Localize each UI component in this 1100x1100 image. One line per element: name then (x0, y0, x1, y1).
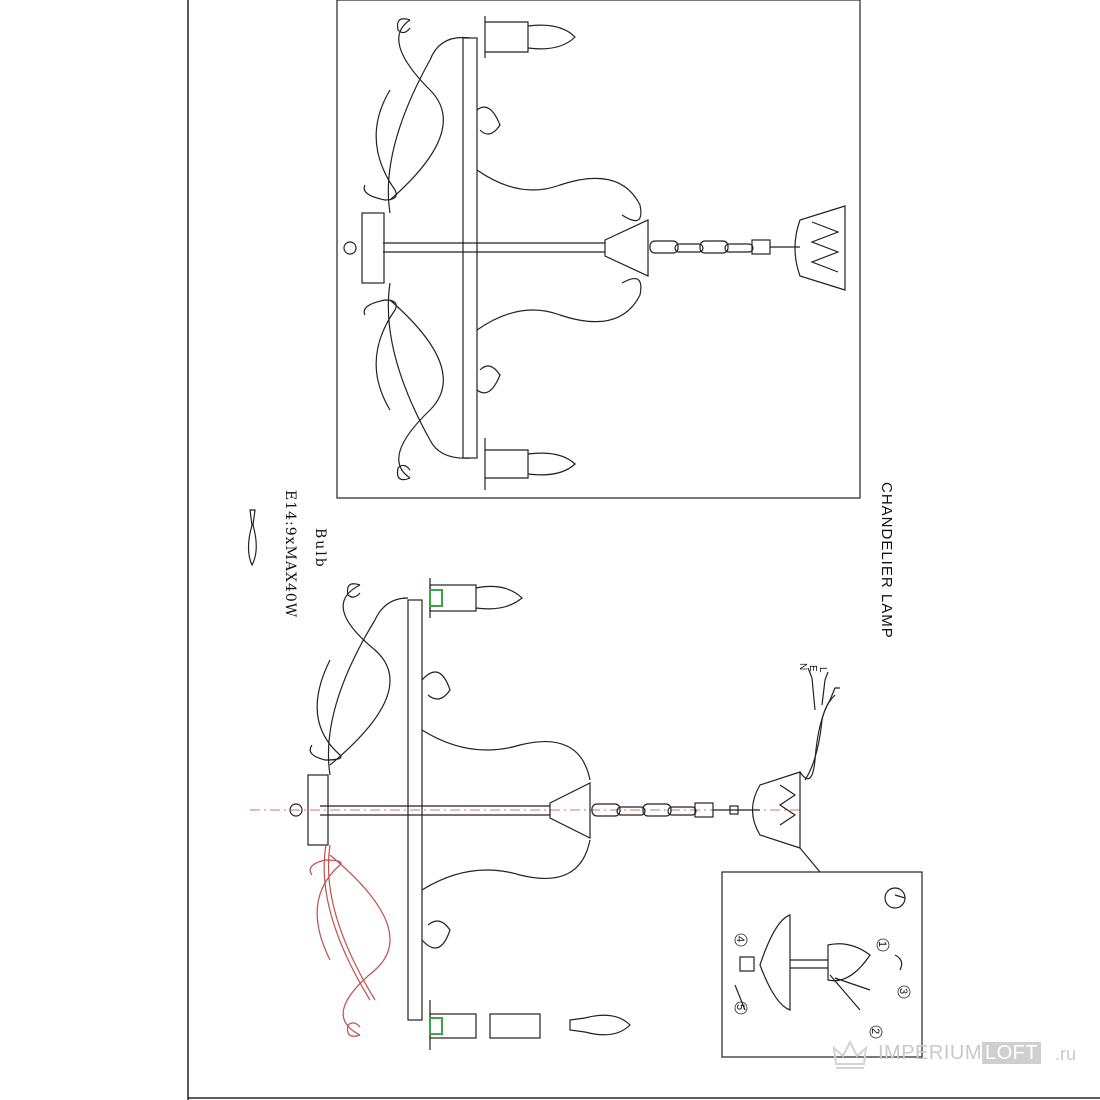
bulb-label: Bulb (312, 528, 328, 569)
sleeve-part (489, 1013, 541, 1039)
bulb-icon (247, 509, 257, 567)
top-ceiling-canopy (794, 205, 846, 291)
top-elevation-view (336, 0, 861, 499)
step-label-1: 1 (876, 940, 889, 948)
assembly-candle-lower (429, 1000, 631, 1050)
detail-frame (721, 871, 923, 1058)
wire-label-l: L (817, 667, 828, 673)
top-main-bar (462, 37, 478, 459)
step-label-3: 3 (897, 987, 910, 995)
assembly-ceiling-canopy (751, 694, 836, 849)
bulb-spec: E14:9xMAX40W (282, 490, 298, 619)
assembly-scroll-arms-upper (309, 583, 591, 781)
top-candle-lower (429, 438, 576, 490)
top-finial (343, 241, 357, 255)
assembly-candle-upper (374, 578, 523, 621)
step-label-2: 2 (869, 1027, 882, 1035)
watermark-crown-icon (832, 1039, 868, 1069)
step-marker-4 (734, 933, 748, 947)
detail-inset (721, 847, 923, 1058)
step-marker-3 (897, 985, 911, 999)
wire-label-n: N (797, 663, 808, 671)
bottom-assembly-view (247, 509, 840, 1050)
supply-wires (807, 667, 840, 711)
detail-leader (799, 847, 821, 873)
step-label-5: 5 (734, 1003, 747, 1011)
assembly-scroll-arms-lower (309, 839, 591, 1037)
assembly-hub-plate (307, 774, 329, 846)
top-canopy-cup (604, 219, 649, 277)
assembly-canopy-cup (549, 782, 591, 839)
assembly-main-bar (407, 599, 423, 1021)
assembly-chain (591, 802, 760, 818)
step-marker-2 (869, 1025, 883, 1039)
top-chain (649, 239, 800, 255)
watermark-brand-highlight: LOFT (982, 1042, 1042, 1064)
top-hub-plate (361, 212, 385, 284)
top-scroll-arms-lower (363, 277, 642, 481)
top-candle-upper (429, 16, 576, 61)
step-marker-1 (876, 938, 890, 952)
step-marker-5 (734, 1001, 748, 1015)
diagram-title: CHANDELIER LAMP (878, 482, 895, 639)
bulb-part (569, 1014, 631, 1036)
wire-label-e: E (807, 665, 818, 672)
watermark-suffix: .ru (1055, 1044, 1077, 1064)
assembly-finial (289, 803, 303, 817)
top-view-frame (336, 0, 861, 499)
top-scroll-arms-upper (363, 18, 642, 222)
step-label-4: 4 (734, 935, 747, 943)
watermark-brand-prefix: IMPERIUM (878, 1042, 982, 1064)
